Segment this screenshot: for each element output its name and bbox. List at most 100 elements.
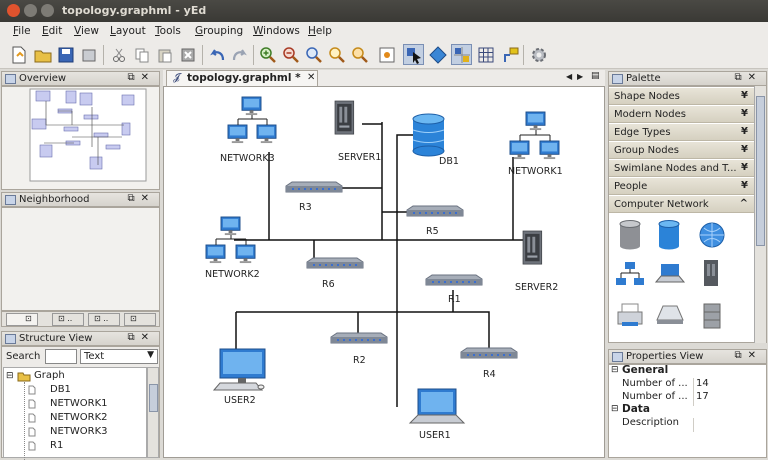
diagram-canvas[interactable]: NETWORK3 SERVER1 DB1 NETWORK1 R3 R5 NETW… (163, 86, 605, 458)
fit-content-button[interactable] (376, 44, 397, 65)
panel-controls[interactable]: ⧉✕ (734, 72, 762, 83)
zoom-out-button[interactable] (280, 44, 301, 65)
snapping-button[interactable] (451, 44, 472, 65)
node-user1[interactable] (408, 388, 466, 424)
node-r6[interactable] (306, 257, 364, 269)
structure-tree[interactable]: ⊟ Graph DB1 NETWORK1 NETWORK2 NETWORK3 R… (3, 367, 147, 460)
node-r3[interactable] (285, 181, 343, 193)
property-value[interactable]: 14 (696, 378, 709, 389)
navigation-mode-button[interactable] (427, 44, 448, 65)
scrollbar-thumb[interactable] (149, 384, 158, 412)
filter-select[interactable]: Text ▼ (80, 349, 158, 364)
undo-button[interactable] (206, 44, 227, 65)
network-graph[interactable] (164, 87, 605, 458)
node-r4[interactable] (460, 347, 518, 359)
node-r2[interactable] (330, 332, 388, 344)
zoom-actual-button[interactable] (303, 44, 324, 65)
collapse-toggle[interactable]: ⊟ (6, 371, 14, 381)
tab-list-icon[interactable]: ▤ (591, 71, 600, 81)
tab-scroll-left-icon[interactable]: ◀ (566, 72, 573, 81)
property-value[interactable]: 17 (696, 391, 709, 402)
zoom-fit-button[interactable] (326, 44, 347, 65)
palette-category-shape-nodes[interactable]: Shape Nodes¥ (609, 88, 754, 105)
palette-item-printer[interactable] (617, 303, 643, 326)
palette-category-edge-types[interactable]: Edge Types¥ (609, 124, 754, 141)
palette-item-server[interactable] (704, 260, 718, 286)
menu-view[interactable]: View (74, 25, 99, 37)
palette-item-laptop[interactable] (654, 264, 686, 283)
node-r5[interactable] (406, 205, 464, 217)
dock-tab-2[interactable]: ⊡ .. (52, 313, 84, 326)
menu-grouping[interactable]: Grouping (195, 25, 244, 37)
panel-controls[interactable]: ⧉✕ (127, 193, 155, 204)
collapse-toggle[interactable]: ⊟ (611, 365, 619, 375)
palette-item-network[interactable] (616, 262, 644, 285)
paste-button[interactable] (154, 44, 175, 65)
menu-tools[interactable]: Tools (155, 25, 181, 37)
tree-item-network1[interactable]: NETWORK1 (50, 398, 108, 409)
palette-category-modern-nodes[interactable]: Modern Nodes¥ (609, 106, 754, 123)
node-r1[interactable] (425, 274, 483, 286)
section-general[interactable]: General (622, 364, 669, 376)
palette-item-scanner[interactable] (656, 305, 684, 324)
delete-button[interactable] (177, 44, 198, 65)
zoom-in-button[interactable] (257, 44, 278, 65)
dock-tab-4[interactable]: ⊡ (124, 313, 156, 326)
tree-item-network3[interactable]: NETWORK3 (50, 426, 108, 437)
palette-scrollbar[interactable] (754, 86, 766, 343)
overview-minimap[interactable] (2, 87, 159, 189)
palette-category-swimlane-nodes[interactable]: Swimlane Nodes and T...¥ (609, 160, 754, 177)
new-document-button[interactable] (8, 44, 29, 65)
menu-help[interactable]: Help (308, 25, 332, 37)
panel-controls[interactable]: ⧉✕ (127, 72, 155, 83)
minimize-window-button[interactable] (24, 4, 37, 17)
copy-button[interactable] (131, 44, 152, 65)
overview-panel[interactable] (1, 86, 160, 190)
tree-scrollbar[interactable] (147, 367, 159, 458)
node-network3[interactable] (227, 96, 277, 144)
open-button[interactable] (32, 44, 53, 65)
maximize-window-button[interactable] (41, 4, 54, 17)
cut-button[interactable] (108, 44, 129, 65)
menu-edit[interactable]: Edit (42, 25, 63, 37)
palette-computer-network-items[interactable] (610, 216, 754, 336)
zoom-selection-button[interactable] (349, 44, 370, 65)
tree-item-graph[interactable]: Graph (34, 370, 65, 381)
tree-item-r1[interactable]: R1 (50, 440, 64, 451)
redo-button[interactable] (229, 44, 250, 65)
panel-controls[interactable]: ⧉✕ (127, 332, 155, 343)
dock-tab-1[interactable]: ⊡ (6, 313, 38, 326)
palette-category-group-nodes[interactable]: Group Nodes¥ (609, 142, 754, 159)
menu-windows[interactable]: Windows (253, 25, 300, 37)
node-network1[interactable] (509, 111, 560, 160)
grid-button[interactable] (475, 44, 496, 65)
menu-file[interactable]: File (13, 25, 31, 37)
node-server2[interactable] (522, 230, 543, 265)
edit-mode-button[interactable] (403, 44, 424, 65)
close-window-button[interactable] (7, 4, 20, 17)
search-input[interactable] (45, 349, 77, 364)
close-tab-icon[interactable]: ✕ (307, 72, 316, 83)
menu-layout[interactable]: Layout (110, 25, 146, 37)
dock-tab-3[interactable]: ⊡ .. (88, 313, 120, 326)
tab-scroll-right-icon[interactable]: ▶ (577, 72, 584, 81)
node-network2[interactable] (205, 216, 256, 264)
tree-item-network2[interactable]: NETWORK2 (50, 412, 108, 423)
palette-category-computer-network[interactable]: Computer Network^ (609, 196, 754, 213)
preferences-button[interactable] (528, 44, 549, 65)
node-server1[interactable] (334, 100, 355, 135)
palette-item-database-gray[interactable] (619, 220, 641, 250)
orthogonal-edges-button[interactable] (500, 44, 521, 65)
tree-item-db1[interactable]: DB1 (50, 384, 71, 395)
palette-item-storage[interactable] (703, 303, 721, 329)
palette-category-people[interactable]: People¥ (609, 178, 754, 195)
collapse-toggle[interactable]: ⊟ (611, 404, 619, 414)
palette-item-globe[interactable] (699, 222, 725, 248)
panel-controls[interactable]: ⧉✕ (734, 350, 762, 361)
save-button[interactable] (55, 44, 76, 65)
node-db1[interactable] (412, 113, 445, 157)
export-button[interactable] (78, 44, 99, 65)
neighborhood-panel[interactable] (1, 207, 160, 311)
scrollbar-thumb[interactable] (756, 96, 765, 246)
node-user2[interactable] (212, 348, 266, 391)
